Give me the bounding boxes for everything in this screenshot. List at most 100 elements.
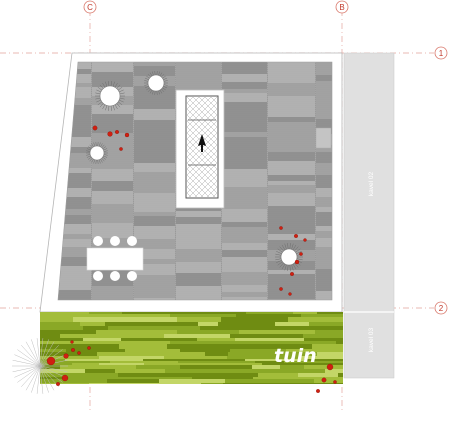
deck-plank [58,239,91,247]
deck-plank [268,130,315,143]
deck-plank [134,289,175,298]
lawn-strip [178,359,245,361]
lawn-strip [329,359,343,361]
deck-plank [134,155,175,163]
deck-plank [268,206,315,216]
lawn-strip [304,359,329,361]
deck-plank [134,109,175,116]
lawn-strip [85,369,115,373]
deck-plank [134,220,175,226]
lawn-strip [180,365,252,369]
flower-icon [279,287,283,291]
lawn-strip [170,314,191,317]
deck-plank [134,120,175,126]
lawn-strip [191,314,236,317]
lawn-strip [108,326,128,330]
lawn-strip [40,349,66,352]
deck-plank [268,234,315,240]
lawn-strip [164,356,227,359]
deck-plank [58,277,91,290]
deck-plank [134,176,175,185]
flower-icon [299,252,303,256]
deck-plank [268,225,315,234]
lawn-strip [324,377,343,379]
deck-plank [222,201,267,209]
lawn-strip [245,359,304,361]
deck-plank [134,139,175,144]
lawn-strip [328,383,343,384]
lawn-strip [171,352,205,356]
deck-plank [92,62,133,72]
lawn-strip [301,314,343,317]
deck-plank [268,78,315,83]
flower-icon [92,125,98,131]
deck-plank [268,185,315,193]
flowers [46,125,337,393]
deck-plank [222,257,267,272]
lawn-strip [328,365,343,369]
deck-plank [316,119,332,123]
flower-icon [77,351,81,355]
lawn-strip [125,349,180,352]
lawn-strip [143,359,178,361]
lawn-strip [300,369,325,373]
lawn-strip [252,365,280,369]
deck-plank [176,294,221,300]
lawn-strip [209,344,250,349]
deck-plank [222,65,267,74]
lawn-strip [126,377,192,379]
lawn-strip [336,341,343,344]
lawn-strip [312,344,343,349]
deck-plank [268,96,315,106]
deck-plank [222,292,267,297]
lawn-strip [304,365,328,369]
lawn-strip [288,317,343,322]
lawn-strip [83,338,121,341]
lawn-strip [304,338,343,341]
deck-plank [222,89,267,93]
lawn-strip [103,314,124,317]
deck-plank [316,238,332,247]
lawn-strip [40,363,72,365]
lawn-strip [83,326,108,330]
lawn-strip [246,312,293,314]
deck-plank [176,273,221,286]
garden-label: tuin [274,345,317,367]
dining-table [86,236,144,281]
deck-plank [134,205,175,212]
deck-plank [222,93,267,102]
lawn-strip [167,344,209,349]
deck-plank [58,153,91,168]
deck-plank [316,175,332,179]
deck-plank [222,102,267,116]
lawn-strip [115,369,165,373]
deck-plank [176,211,221,217]
deck-plank [92,204,133,216]
deck-plank [92,223,133,227]
deck-plank [92,227,133,238]
deck-plank [134,226,175,230]
tree-icon [275,243,303,271]
deck-plank [316,152,332,163]
lawn-strip [299,356,343,359]
deck-plank [316,75,332,81]
deck-plank [92,216,133,223]
deck-plank [316,221,332,226]
lawn-strip [72,363,99,365]
deck-plank [222,116,267,124]
deck-plank [92,298,133,300]
svg-text:1: 1 [439,49,444,58]
deck-plank [316,261,332,269]
deck-plank [176,82,221,92]
deck-plank [58,137,91,147]
deck-plank [222,74,267,82]
deck-plank [316,95,332,109]
lawn-strip [197,363,262,365]
deck-plank [92,133,133,140]
deck-plank [92,72,133,87]
deck-plank [134,230,175,239]
deck-plank [222,222,267,227]
lawn-strip [147,322,198,326]
lawn-strip [317,312,343,314]
deck-plank [268,294,315,299]
